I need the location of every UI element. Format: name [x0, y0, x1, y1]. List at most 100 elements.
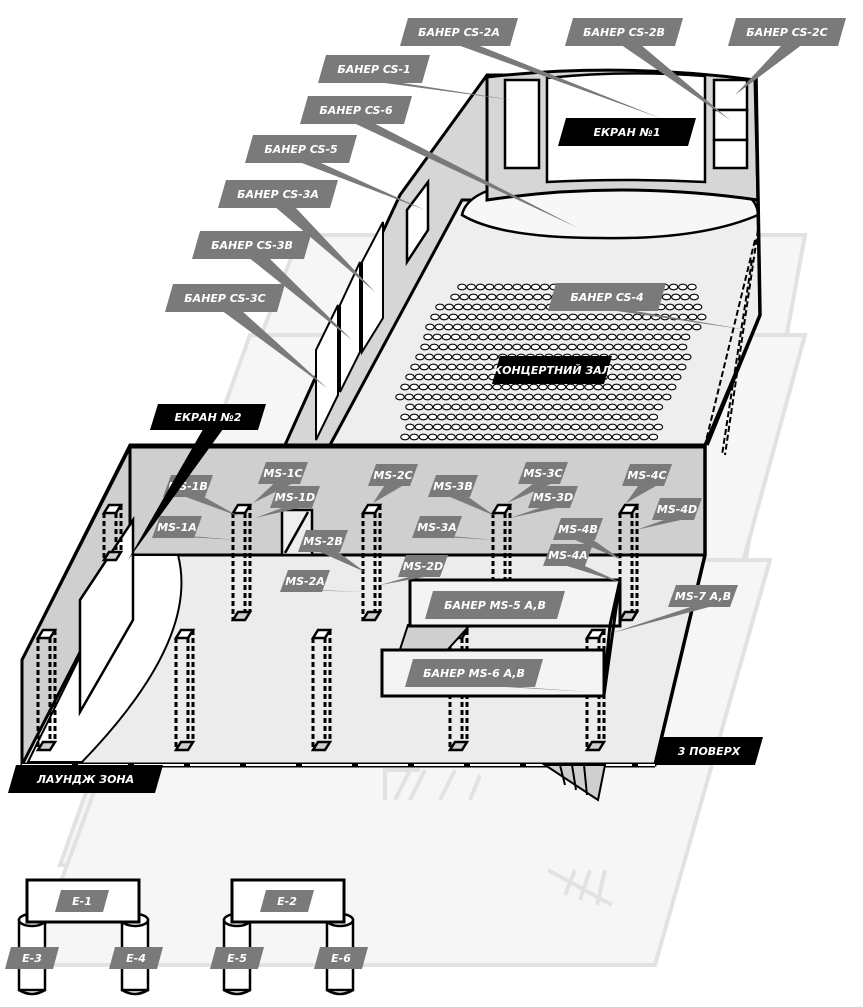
seat — [658, 363, 669, 371]
seat — [570, 423, 581, 431]
callout-tag — [425, 591, 565, 619]
seat — [665, 303, 675, 311]
seat — [570, 393, 580, 401]
callout-pointer — [636, 518, 690, 530]
seat — [579, 393, 589, 401]
seat — [593, 383, 603, 391]
seat — [544, 323, 555, 331]
callout-text: БАНЕР CS-4 — [570, 291, 643, 304]
seat — [549, 313, 560, 321]
seat — [483, 413, 493, 421]
seat — [536, 303, 546, 311]
seat — [549, 343, 559, 351]
seat — [530, 283, 541, 291]
seat — [460, 403, 470, 411]
seat — [425, 323, 435, 331]
seat — [460, 423, 470, 431]
seat — [616, 403, 627, 411]
callout-text: БАНЕР CS-3B — [211, 239, 293, 252]
seat — [457, 343, 467, 351]
seat — [673, 323, 684, 331]
seat — [552, 333, 562, 341]
label-ms-3a: MS-3A — [412, 516, 495, 540]
seat — [468, 293, 479, 301]
seat — [460, 373, 470, 381]
seat — [484, 343, 495, 351]
seat — [448, 313, 459, 321]
callout-pointer — [248, 257, 352, 340]
seat — [467, 313, 477, 321]
seat — [442, 373, 452, 381]
callout-tag — [655, 737, 763, 765]
seat — [515, 403, 526, 411]
seat — [584, 433, 594, 441]
callout-pointer — [619, 44, 730, 120]
seat — [524, 393, 534, 401]
callout-pointer — [735, 44, 803, 95]
seat — [687, 283, 697, 291]
callout-pointer — [180, 495, 238, 516]
seat — [518, 303, 528, 311]
seat — [640, 363, 650, 371]
seat — [672, 353, 683, 361]
seat — [498, 323, 509, 331]
seat — [607, 423, 618, 431]
seat — [468, 393, 479, 401]
seat — [446, 413, 456, 421]
seat — [433, 353, 444, 361]
label-banner-cs-3c: БАНЕР CS-3C — [165, 284, 327, 388]
seat — [616, 373, 627, 381]
ghost-stairs — [383, 768, 613, 907]
seat-row — [400, 413, 659, 421]
callout-tag — [318, 55, 430, 83]
seat — [588, 333, 599, 341]
seat — [602, 413, 613, 421]
seat — [464, 433, 475, 441]
seat — [680, 333, 691, 341]
callout-pointer — [626, 484, 660, 503]
seat — [581, 323, 592, 331]
seat — [496, 293, 506, 301]
seat — [552, 403, 562, 411]
seat — [636, 323, 647, 331]
seat — [617, 353, 628, 361]
column-pillar — [173, 628, 196, 752]
seat — [464, 413, 475, 421]
seat — [607, 373, 618, 381]
label-ms-7: MS-7 A,B — [612, 585, 738, 633]
callout-tag — [270, 486, 320, 508]
seat — [602, 433, 613, 441]
seat — [662, 373, 673, 381]
seat — [477, 293, 488, 301]
column-pillar — [230, 503, 253, 622]
seat — [444, 303, 454, 311]
callout-text: БАНЕР CS-3C — [184, 292, 265, 305]
seat — [492, 413, 502, 421]
callout-pointer — [602, 309, 748, 330]
seat — [488, 423, 498, 431]
seat-row — [430, 313, 707, 321]
seat-row — [405, 403, 664, 411]
seat — [503, 283, 513, 291]
seat — [465, 363, 475, 371]
seat — [459, 293, 469, 301]
seat — [538, 433, 548, 441]
seat — [643, 393, 654, 401]
seat — [611, 413, 622, 421]
seat — [625, 333, 636, 341]
seat — [668, 343, 679, 351]
seat — [409, 413, 419, 421]
seat — [437, 383, 447, 391]
seat — [447, 343, 458, 351]
seat — [472, 303, 482, 311]
seat — [489, 323, 500, 331]
seat — [464, 383, 475, 391]
entrance-label-left: E-3 — [5, 947, 59, 969]
seat — [661, 293, 672, 301]
column-pillar — [360, 503, 383, 622]
label-banner-cs-1: БАНЕР CS-1 — [318, 55, 512, 100]
callout-text: БАНЕР CS-5 — [264, 143, 338, 156]
